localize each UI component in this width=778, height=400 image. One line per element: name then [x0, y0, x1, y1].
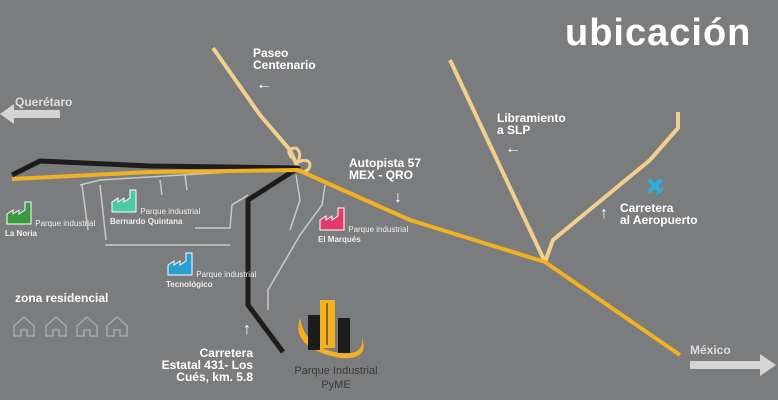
- factory-icon: [111, 189, 137, 213]
- queretaro-arrow-icon: [0, 104, 60, 124]
- factory-icon: [167, 252, 193, 276]
- arrow-left-icon: ←: [256, 76, 272, 93]
- pyme-logo-icon: [298, 300, 364, 359]
- mexico-label: México: [690, 343, 731, 357]
- arrow-up-icon: ↑: [243, 321, 251, 338]
- house-icons: [13, 315, 128, 337]
- factory-icon: [319, 207, 345, 231]
- plane-icon: [647, 178, 665, 196]
- libramiento-road: [448, 59, 547, 263]
- arrow-left-icon: ←: [505, 140, 521, 157]
- queretaro-label: Querétaro: [15, 95, 73, 109]
- paseo-centenario-road: [211, 46, 302, 173]
- residential-label: zona residencial: [15, 291, 109, 305]
- arrow-up-icon: ↑: [600, 205, 608, 222]
- arrow-down-icon: ↓: [394, 189, 402, 206]
- page-title: ubicación: [565, 12, 752, 54]
- mexico-arrow-icon: [690, 354, 776, 376]
- autopista-57-road: [11, 168, 682, 357]
- factory-icon: [6, 201, 32, 225]
- aeropuerto-road: [543, 112, 680, 263]
